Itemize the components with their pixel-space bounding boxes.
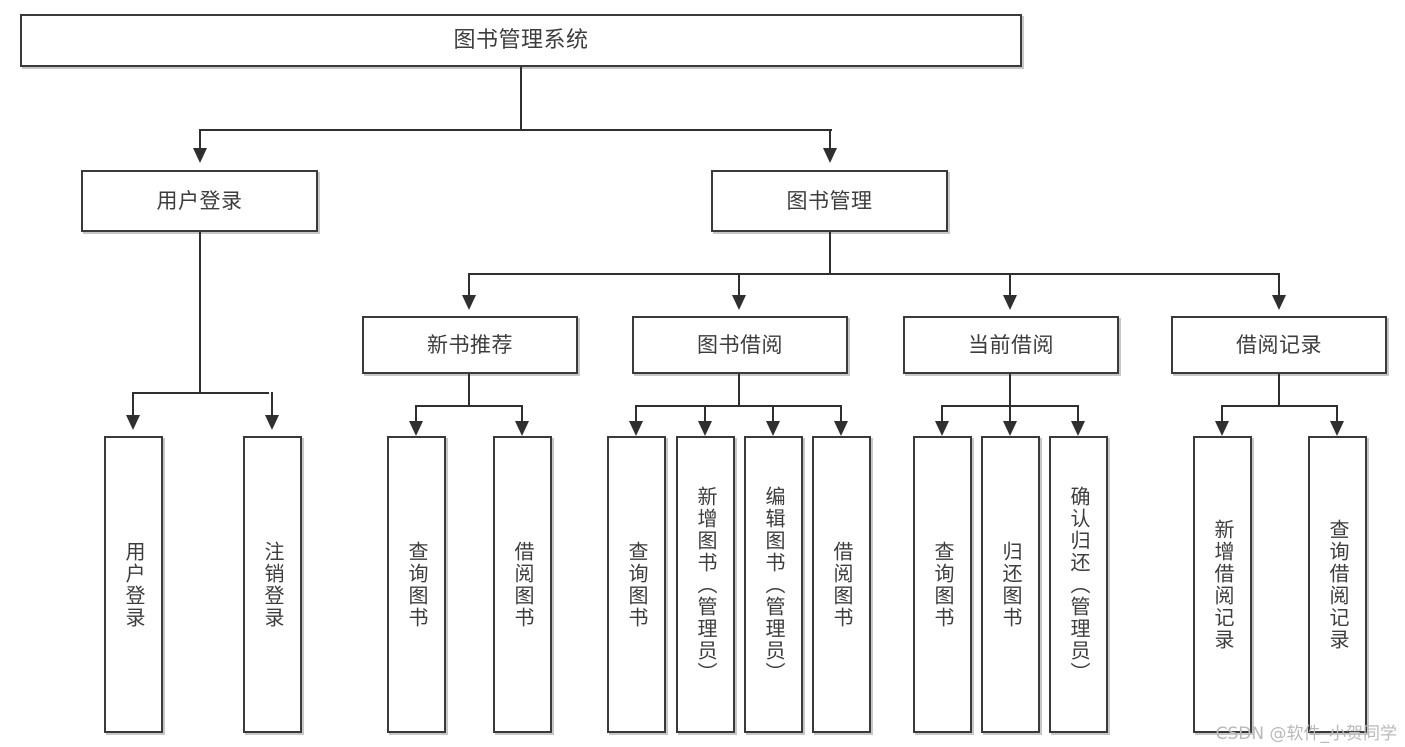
connector-bb-b2 bbox=[704, 405, 706, 423]
node-book-management[interactable]: 图书管理 bbox=[711, 170, 948, 232]
connector-root-bus bbox=[199, 129, 832, 131]
node-leaf-borrow-book-1[interactable]: 借阅图书 bbox=[493, 436, 552, 733]
arrowhead-leaf-edit-book bbox=[766, 421, 780, 436]
arrowhead-leaf-user-logout bbox=[265, 415, 279, 430]
node-label: 用户登录 bbox=[156, 188, 243, 213]
node-label: 新增借阅记录 bbox=[1211, 518, 1235, 651]
connector-user-login-bus bbox=[132, 392, 269, 394]
connector-bm-to-book-borrow bbox=[738, 273, 740, 297]
connector-cb-b3 bbox=[1077, 405, 1079, 423]
connector-book-manage-stem bbox=[829, 232, 831, 274]
node-leaf-add-record[interactable]: 新增借阅记录 bbox=[1193, 436, 1252, 733]
connector-book-borrow-bus bbox=[635, 405, 842, 407]
connector-new-book-bus bbox=[415, 405, 523, 407]
node-label: 新书推荐 bbox=[427, 332, 513, 357]
connector-cb-b2 bbox=[1009, 405, 1011, 423]
node-book-borrow[interactable]: 图书借阅 bbox=[632, 316, 848, 374]
connector-borrow-record-stem bbox=[1278, 374, 1280, 406]
arrowhead-leaf-query-book-1 bbox=[409, 421, 423, 436]
node-leaf-query-book-1[interactable]: 查询图书 bbox=[387, 436, 446, 733]
connector-bb-b4 bbox=[840, 405, 842, 423]
node-label: 注销登录 bbox=[261, 540, 285, 629]
connector-nb-b1 bbox=[415, 405, 417, 423]
connector-bb-b3 bbox=[772, 405, 774, 423]
connector-book-manage-bus bbox=[468, 273, 1280, 275]
connector-bm-to-current-borrow bbox=[1009, 273, 1011, 297]
node-label: 新增图书（管理员） bbox=[694, 485, 718, 684]
connector-bm-to-new-book bbox=[468, 273, 470, 297]
node-leaf-query-book-2[interactable]: 查询图书 bbox=[607, 436, 666, 733]
node-label: 借阅图书 bbox=[511, 540, 535, 629]
connector-new-book-stem bbox=[468, 374, 470, 406]
node-user-login[interactable]: 用户登录 bbox=[81, 170, 318, 232]
node-label: 当前借阅 bbox=[968, 332, 1054, 357]
node-leaf-confirm-return[interactable]: 确认归还（管理员） bbox=[1049, 436, 1108, 733]
arrowhead-to-current-borrow bbox=[1003, 295, 1017, 310]
arrowhead-leaf-user-login bbox=[126, 415, 140, 430]
arrowhead-leaf-return-book bbox=[1003, 421, 1017, 436]
arrowhead-leaf-borrow-book-1 bbox=[515, 421, 529, 436]
connector-root-stem bbox=[520, 67, 522, 130]
node-label: 查询借阅记录 bbox=[1326, 518, 1350, 651]
node-label: 用户登录 bbox=[122, 540, 146, 629]
connector-bm-to-borrow-record bbox=[1278, 273, 1280, 297]
connector-nb-b2 bbox=[521, 405, 523, 423]
connector-borrow-record-bus bbox=[1221, 405, 1338, 407]
arrowhead-to-new-book-recommend bbox=[462, 295, 476, 310]
node-new-book-recommend[interactable]: 新书推荐 bbox=[362, 316, 578, 374]
arrowhead-leaf-query-record bbox=[1330, 421, 1344, 436]
connector-book-borrow-stem bbox=[738, 374, 740, 406]
connector-root-to-book-manage bbox=[829, 129, 831, 150]
arrowhead-to-user-login bbox=[193, 148, 207, 163]
node-label: 查询图书 bbox=[931, 540, 955, 629]
connector-user-login-b1 bbox=[132, 392, 134, 417]
arrowhead-to-book-borrow bbox=[732, 295, 746, 310]
node-label: 归还图书 bbox=[999, 540, 1023, 629]
connector-user-login-stem bbox=[199, 232, 201, 393]
arrowhead-leaf-borrow-book-2 bbox=[834, 421, 848, 436]
arrowhead-leaf-query-book-2 bbox=[629, 421, 643, 436]
node-label: 确认归还（管理员） bbox=[1067, 485, 1091, 684]
node-leaf-edit-book[interactable]: 编辑图书（管理员） bbox=[744, 436, 803, 733]
connector-br-b2 bbox=[1336, 405, 1338, 423]
node-label: 编辑图书（管理员） bbox=[762, 485, 786, 684]
connector-bb-b1 bbox=[635, 405, 637, 423]
node-label: 借阅记录 bbox=[1236, 332, 1322, 357]
connector-cb-b1 bbox=[941, 405, 943, 423]
connector-current-borrow-stem bbox=[1009, 374, 1011, 406]
node-leaf-query-book-3[interactable]: 查询图书 bbox=[913, 436, 972, 733]
node-root-book-management-system[interactable]: 图书管理系统 bbox=[20, 14, 1022, 67]
node-label: 查询图书 bbox=[625, 540, 649, 629]
connector-user-login-b2 bbox=[271, 392, 273, 417]
node-leaf-borrow-book-2[interactable]: 借阅图书 bbox=[812, 436, 871, 733]
connector-br-b1 bbox=[1221, 405, 1223, 423]
node-label: 查询图书 bbox=[405, 540, 429, 629]
arrowhead-to-book-manage bbox=[823, 148, 837, 163]
node-label: 图书管理 bbox=[786, 188, 873, 213]
node-leaf-user-login[interactable]: 用户登录 bbox=[104, 436, 163, 733]
connector-root-to-user-login bbox=[199, 129, 201, 150]
arrowhead-leaf-add-book bbox=[698, 421, 712, 436]
arrowhead-to-borrow-record bbox=[1272, 295, 1286, 310]
node-borrow-record[interactable]: 借阅记录 bbox=[1171, 316, 1387, 374]
arrowhead-leaf-query-book-3 bbox=[935, 421, 949, 436]
node-leaf-add-book[interactable]: 新增图书（管理员） bbox=[676, 436, 735, 733]
node-label: 借阅图书 bbox=[830, 540, 854, 629]
arrowhead-leaf-add-record bbox=[1215, 421, 1229, 436]
node-label: 图书管理系统 bbox=[453, 27, 589, 53]
node-leaf-return-book[interactable]: 归还图书 bbox=[981, 436, 1040, 733]
node-current-borrow[interactable]: 当前借阅 bbox=[903, 316, 1119, 374]
node-leaf-query-record[interactable]: 查询借阅记录 bbox=[1308, 436, 1367, 733]
node-label: 图书借阅 bbox=[697, 332, 783, 357]
arrowhead-leaf-confirm-return bbox=[1071, 421, 1085, 436]
node-leaf-user-logout[interactable]: 注销登录 bbox=[243, 436, 302, 733]
